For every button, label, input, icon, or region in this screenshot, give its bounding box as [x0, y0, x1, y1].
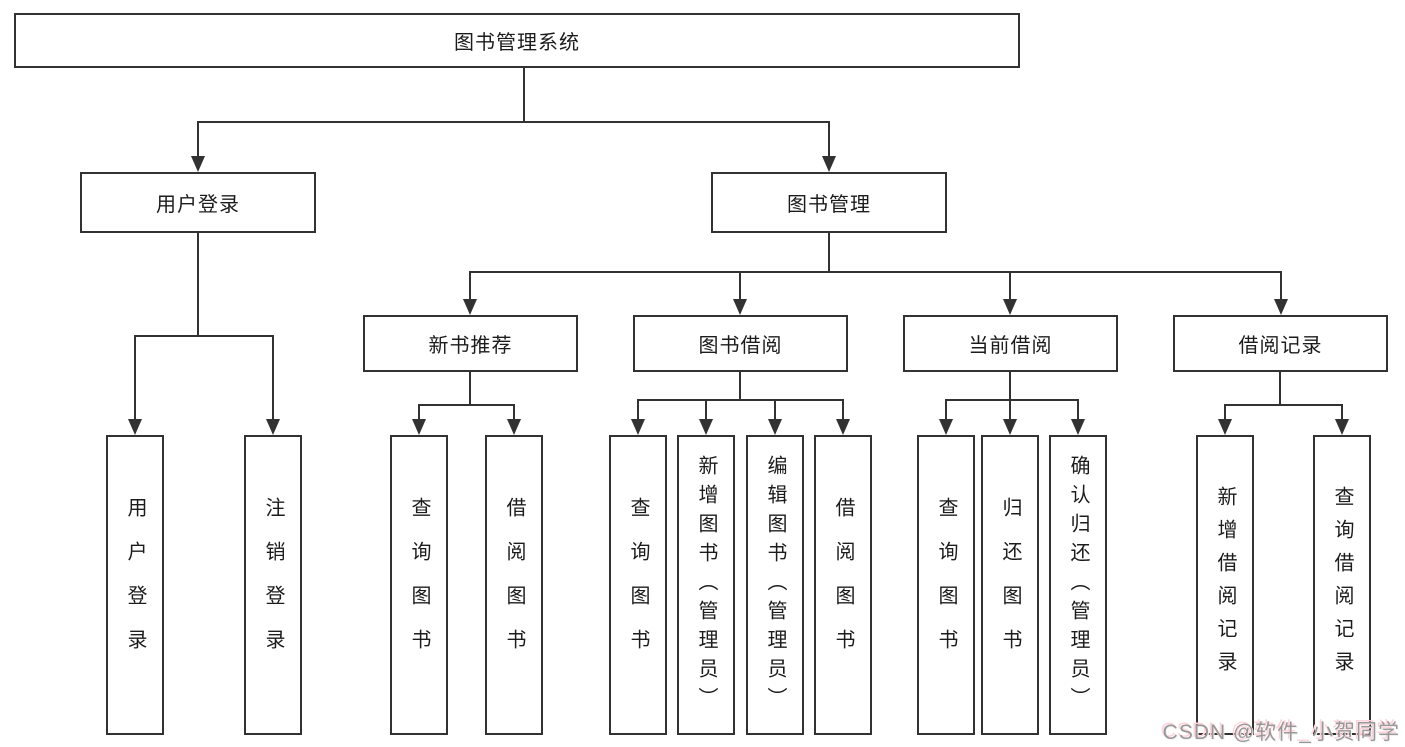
leaf-current-query-books-label: 查询图书	[935, 497, 957, 673]
connector-root-bar	[197, 121, 830, 123]
leaf-borrow-borrow-books: 借阅图书	[814, 435, 872, 735]
connector-user-login-bar	[134, 335, 274, 337]
leaf-borrow-borrow-books-label: 借阅图书	[832, 497, 854, 673]
arrowhead-nb-borrow	[507, 419, 521, 435]
connector-new-book-bar	[418, 404, 515, 406]
connector-root-drop-left	[197, 121, 199, 158]
connector-borrow-record-drop-2	[1341, 404, 1343, 421]
connector-book-mgmt-drop-3	[1009, 271, 1011, 301]
leaf-user-login: 用户登录	[106, 435, 164, 735]
leaf-newbook-borrow-books: 借阅图书	[485, 435, 543, 735]
connector-book-borrow-drop-1	[637, 399, 639, 421]
connector-book-mgmt-stem	[828, 233, 830, 273]
arrowhead-user-login	[191, 156, 205, 172]
node-user-login-label: 用户登录	[156, 194, 240, 216]
arrowhead-br-add	[1218, 419, 1232, 435]
arrowhead-br-query	[1335, 419, 1349, 435]
arrowhead-bb-edit	[768, 419, 782, 435]
connector-user-login-drop-2	[272, 335, 274, 421]
arrowhead-cb-return	[1003, 419, 1017, 435]
connector-new-book-drop-1	[418, 404, 420, 421]
connector-book-borrow-drop-2	[705, 399, 707, 421]
node-current-borrow-label: 当前借阅	[968, 335, 1053, 357]
node-borrow-record-group: 借阅记录	[1173, 315, 1388, 372]
leaf-record-query-record-label: 查询借阅记录	[1331, 486, 1353, 684]
arrowhead-bb-add	[699, 419, 713, 435]
node-book-mgmt-label: 图书管理	[787, 194, 871, 216]
arrowhead-logout-leaf	[266, 419, 280, 435]
connector-book-borrow-bar	[637, 399, 844, 401]
leaf-newbook-query-books: 查询图书	[390, 435, 448, 735]
connector-root-drop-right	[828, 121, 830, 158]
arrowhead-current-borrow-group	[1003, 299, 1017, 315]
leaf-borrow-edit-book-admin: 编辑图书（管理员）	[746, 435, 804, 735]
connector-book-mgmt-drop-2	[739, 271, 741, 301]
leaf-record-query-record: 查询借阅记录	[1313, 435, 1371, 735]
connector-current-borrow-drop-1	[945, 399, 947, 421]
leaf-borrow-query-books: 查询图书	[609, 435, 667, 735]
arrowhead-nb-query	[412, 419, 426, 435]
connector-new-book-stem	[469, 372, 471, 406]
arrowhead-new-book-group	[463, 299, 477, 315]
leaf-current-return-books-label: 归还图书	[999, 497, 1021, 673]
node-new-book-group: 新书推荐	[363, 315, 578, 372]
connector-book-mgmt-bar	[469, 271, 1282, 273]
leaf-borrow-edit-book-admin-label: 编辑图书（管理员）	[764, 454, 786, 716]
connector-book-mgmt-drop-1	[469, 271, 471, 301]
leaf-current-query-books: 查询图书	[917, 435, 975, 735]
connector-user-login-stem	[197, 233, 199, 337]
leaf-user-login-label: 用户登录	[124, 497, 146, 673]
connector-user-login-drop-1	[134, 335, 136, 421]
connector-current-borrow-drop-3	[1077, 399, 1079, 421]
node-new-book-label: 新书推荐	[428, 335, 513, 357]
leaf-current-return-books: 归还图书	[981, 435, 1039, 735]
arrowhead-book-borrow-group	[733, 299, 747, 315]
leaf-newbook-borrow-books-label: 借阅图书	[503, 497, 525, 673]
leaf-record-add-record: 新增借阅记录	[1196, 435, 1254, 735]
leaf-logout: 注销登录	[244, 435, 302, 735]
node-root: 图书管理系统	[14, 13, 1020, 68]
arrowhead-bb-borrow	[836, 419, 850, 435]
connector-root-stem	[523, 68, 525, 123]
connector-borrow-record-drop-1	[1224, 404, 1226, 421]
connector-book-borrow-drop-3	[774, 399, 776, 421]
connector-borrow-record-stem	[1279, 372, 1281, 406]
arrowhead-bb-query	[631, 419, 645, 435]
arrowhead-cb-confirm	[1071, 419, 1085, 435]
node-borrow-record-label: 借阅记录	[1238, 335, 1323, 357]
connector-borrow-record-bar	[1224, 404, 1343, 406]
connector-book-borrow-stem	[739, 372, 741, 401]
leaf-current-confirm-return-admin: 确认归还（管理员）	[1049, 435, 1107, 735]
node-current-borrow-group: 当前借阅	[903, 315, 1118, 372]
connector-new-book-drop-2	[513, 404, 515, 421]
node-book-borrow-label: 图书借阅	[698, 335, 783, 357]
leaf-current-confirm-return-admin-label: 确认归还（管理员）	[1067, 454, 1089, 716]
connector-book-borrow-drop-4	[842, 399, 844, 421]
leaf-borrow-add-book-admin-label: 新增图书（管理员）	[695, 454, 717, 716]
connector-current-borrow-stem	[1009, 372, 1011, 401]
arrowhead-book-mgmt	[822, 156, 836, 172]
connector-book-mgmt-drop-4	[1280, 271, 1282, 301]
leaf-borrow-query-books-label: 查询图书	[627, 497, 649, 673]
leaf-newbook-query-books-label: 查询图书	[408, 497, 430, 673]
arrowhead-cb-query	[939, 419, 953, 435]
connector-current-borrow-bar	[945, 399, 1079, 401]
leaf-logout-label: 注销登录	[262, 497, 284, 673]
arrowhead-borrow-record-group	[1274, 299, 1288, 315]
node-book-mgmt: 图书管理	[711, 172, 947, 233]
arrowhead-login-leaf	[128, 419, 142, 435]
leaf-record-add-record-label: 新增借阅记录	[1214, 486, 1236, 684]
connector-current-borrow-drop-2	[1009, 399, 1011, 421]
node-root-label: 图书管理系统	[454, 32, 580, 54]
csdn-watermark: CSDN @软件_小贺同学	[1162, 721, 1400, 744]
node-user-login: 用户登录	[80, 172, 316, 233]
leaf-borrow-add-book-admin: 新增图书（管理员）	[677, 435, 735, 735]
node-book-borrow-group: 图书借阅	[633, 315, 848, 372]
